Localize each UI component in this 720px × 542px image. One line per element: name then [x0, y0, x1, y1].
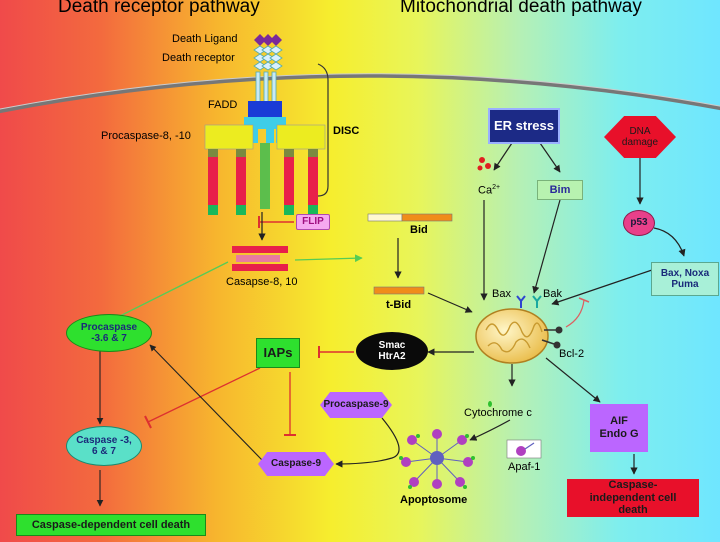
caspase-3-6-7-node: Caspase -3, 6 & 7 — [66, 426, 142, 466]
arrow-casp9-to-procasp3 — [149, 344, 263, 461]
arrow-er-to-bim — [539, 142, 561, 173]
death-receptor-icon — [253, 45, 283, 103]
procaspase-8-10-icon — [204, 124, 326, 215]
label-death-ligand: Death Ligand — [172, 33, 238, 45]
bcl-2-icon — [541, 326, 563, 349]
flip-box: FLIP — [296, 214, 330, 230]
arrow-er-to-ca — [493, 142, 513, 171]
iaps-box: IAPs — [256, 338, 300, 368]
calcium-icon — [477, 157, 491, 171]
procaspase-3-6-7-node: Procaspase -3.6 & 7 — [66, 314, 152, 352]
bcl2-inhibition-bar — [578, 297, 590, 303]
arrow-caspase8-to-tbid — [294, 254, 363, 263]
bim-box: Bim — [537, 180, 583, 200]
label-procaspase-8-10: Procaspase-8, -10 — [101, 130, 191, 142]
apoptosome-icon — [399, 429, 475, 489]
title-death-receptor-pathway: Death receptor pathway — [58, 0, 260, 17]
iaps-inhibition-caspase3-line — [147, 367, 261, 423]
label-casapse-8-10: Casapse-8, 10 — [226, 276, 298, 288]
procaspase-9-node: Procaspase-9 — [320, 392, 392, 418]
caspase-9-node: Caspase-9 — [258, 452, 334, 476]
bcl2-inhibition-line — [565, 299, 585, 328]
label-disc: DISC — [333, 125, 360, 137]
arrow-cytc-to-apoptosome — [469, 419, 511, 441]
apaf-1-icon — [506, 439, 542, 459]
cell-membrane-highlight — [0, 73, 720, 110]
label-fadd: FADD — [208, 99, 238, 111]
cell-membrane — [0, 73, 720, 114]
mitochondrion-icon — [475, 308, 549, 364]
p53-node: p53 — [623, 210, 655, 236]
arrow-tbid-to-mito — [427, 292, 473, 313]
line-caspase8-to-procaspase3 — [111, 261, 229, 321]
caspase-dependent-death-box: Caspase-dependent cell death — [16, 514, 206, 536]
label-bcl-2: Bcl-2 — [559, 348, 585, 360]
caspase-8-10-icon — [232, 246, 288, 271]
death-ligand-icon — [254, 34, 282, 46]
label-apaf-1: Apaf-1 — [508, 461, 541, 473]
label-calcium: Ca2+ — [478, 184, 501, 197]
t-bid-icon — [373, 286, 425, 295]
arrow-procasp9-to-casp9 — [335, 417, 400, 468]
label-apoptosome: Apoptosome — [400, 494, 468, 506]
caspase-independent-death-box: Caspase-independent cell death — [567, 479, 699, 517]
bax-bak-icon — [516, 295, 542, 308]
label-bid: Bid — [410, 224, 428, 236]
title-mitochondrial-death-pathway: Mitochondrial death pathway — [400, 0, 642, 17]
label-t-bid: t-Bid — [386, 299, 412, 311]
arrow-mito-to-aif — [545, 357, 601, 403]
label-bax: Bax — [492, 288, 511, 300]
bid-icon — [367, 213, 453, 222]
iaps-inhibition-caspase3-bar — [144, 415, 152, 429]
disc-bracket — [317, 63, 329, 197]
cytochrome-c-icon — [488, 401, 492, 407]
er-stress-box: ER stress — [488, 108, 560, 144]
arrow-bax-to-mito — [551, 269, 653, 306]
arrow-bim-to-mito — [532, 199, 561, 294]
arrow-p53-to-bax — [653, 227, 686, 257]
label-death-receptor: Death receptor — [162, 52, 235, 64]
label-bak: Bak — [543, 288, 562, 300]
label-cytochrome-c: Cytochrome c — [464, 407, 532, 419]
